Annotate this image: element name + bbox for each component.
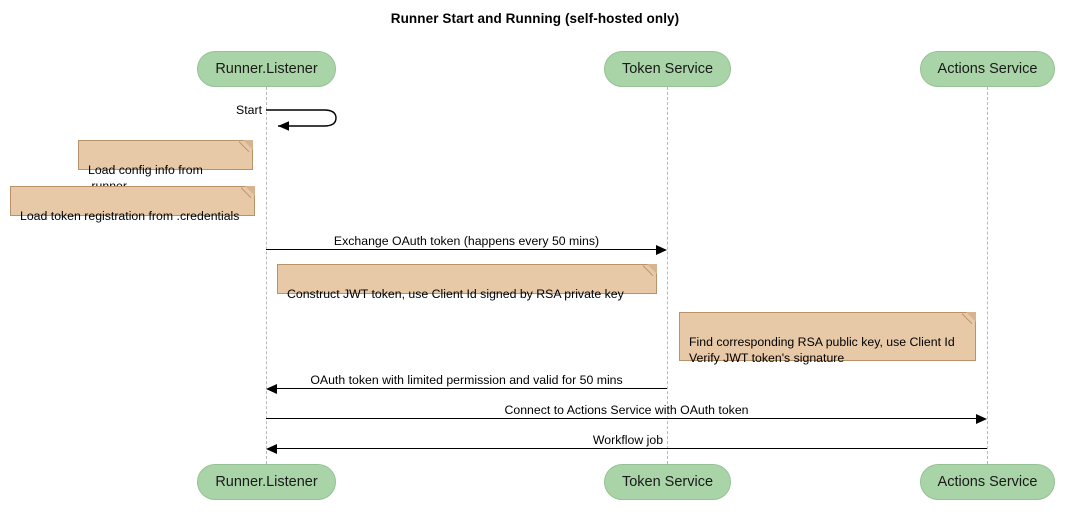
message-label-connect-actions-service: Connect to Actions Service with OAuth to… [504, 403, 749, 417]
note-fold-edge-icon [643, 264, 657, 278]
participant-label: Token Service [621, 61, 714, 77]
participant-label: Actions Service [937, 61, 1038, 77]
self-message-start-loop [264, 105, 344, 133]
note-text: Construct JWT token, use Client Id signe… [287, 287, 624, 301]
arrowhead-left-icon [266, 444, 277, 454]
participant-token-service-top[interactable]: Token Service [604, 51, 731, 87]
arrowhead-left-icon [266, 384, 277, 394]
lifeline-runner [266, 87, 267, 464]
message-line-exchange-oauth-token [266, 249, 656, 250]
participant-runner-listener-bottom[interactable]: Runner.Listener [197, 464, 336, 500]
note-load-token-registration: Load token registration from .credential… [10, 186, 255, 223]
participant-label: Actions Service [937, 474, 1038, 490]
participant-token-service-bottom[interactable]: Token Service [604, 464, 731, 500]
note-construct-jwt-token: Construct JWT token, use Client Id signe… [277, 264, 657, 301]
participant-actions-service-top[interactable]: Actions Service [920, 51, 1055, 87]
note-text: Find corresponding RSA public key, use C… [689, 335, 955, 365]
message-label-workflow-job: Workflow job [592, 433, 664, 447]
lifeline-token-service [667, 87, 668, 464]
note-fold-edge-icon [962, 312, 976, 326]
message-label-exchange-oauth-token: Exchange OAuth token (happens every 50 m… [333, 234, 600, 248]
note-fold-edge-icon [239, 140, 253, 154]
participant-actions-service-bottom[interactable]: Actions Service [920, 464, 1055, 500]
note-text: Load token registration from .credential… [20, 209, 240, 223]
page-title: Runner Start and Running (self-hosted on… [390, 11, 680, 26]
message-label-start: Start [236, 103, 262, 117]
message-label-oauth-token-return: OAuth token with limited permission and … [310, 373, 623, 387]
note-load-config-info: Load config info from .runner [78, 140, 253, 193]
note-verify-jwt-signature: Find corresponding RSA public key, use C… [679, 312, 976, 365]
participant-label: Token Service [621, 474, 714, 490]
participant-runner-listener-top[interactable]: Runner.Listener [197, 51, 336, 87]
arrowhead-right-icon [656, 245, 667, 255]
lifeline-actions-service [987, 87, 988, 464]
arrowhead-right-icon [976, 414, 987, 424]
message-line-workflow-job [277, 448, 987, 449]
note-fold-edge-icon [241, 186, 255, 200]
message-line-oauth-token-return [277, 388, 667, 389]
participant-label: Runner.Listener [215, 61, 318, 77]
participant-label: Runner.Listener [215, 474, 318, 490]
message-line-connect-actions-service [266, 418, 976, 419]
